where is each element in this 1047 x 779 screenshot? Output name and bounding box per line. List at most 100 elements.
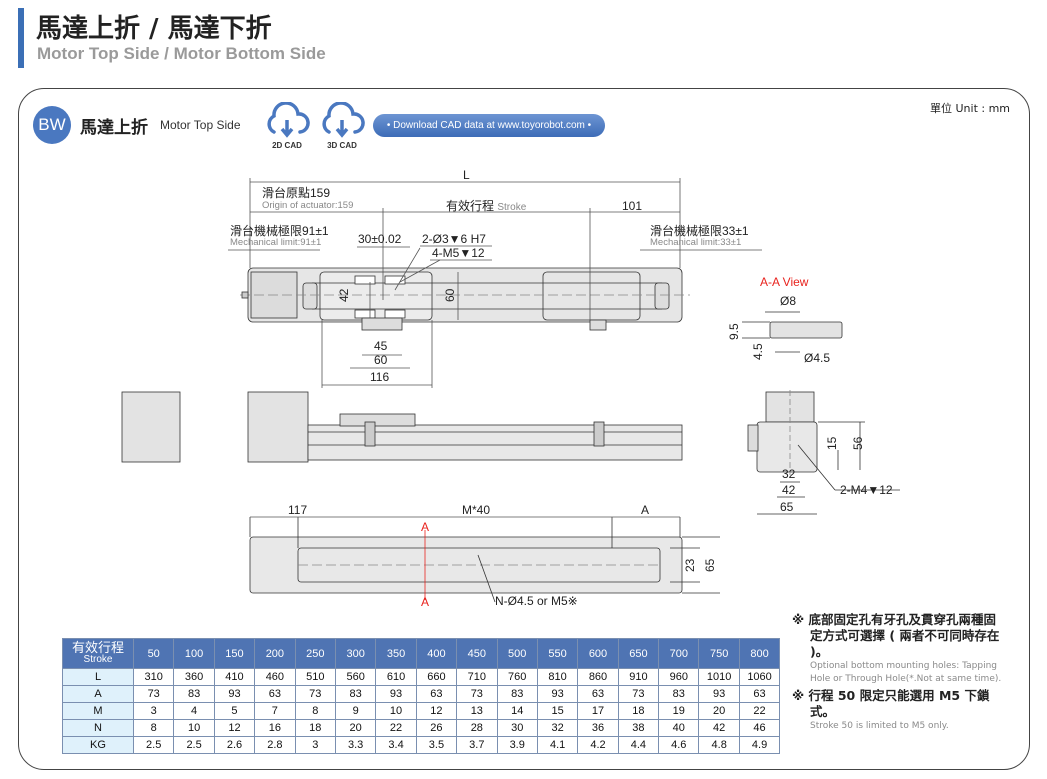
table-cell: 83 bbox=[658, 685, 700, 703]
section-marker-top: A bbox=[421, 520, 429, 534]
row-label: M bbox=[62, 702, 134, 720]
table-cell: 910 bbox=[617, 668, 660, 686]
dim-101: 101 bbox=[622, 199, 642, 213]
stroke-column-header: 300 bbox=[334, 638, 377, 669]
note-1: ※ 底部固定孔有牙孔及貫穿孔兩種固定方式可選擇 ( 兩者不可同時存在 )。 bbox=[792, 612, 1000, 659]
origin-label-en: Origin of actuator:159 bbox=[262, 200, 353, 211]
table-cell: 3.4 bbox=[375, 736, 417, 754]
table-cell: 22 bbox=[375, 719, 417, 737]
dim-45: 45 bbox=[374, 339, 388, 353]
table-cell: 610 bbox=[375, 668, 417, 686]
table-cell: 73 bbox=[294, 685, 336, 703]
stroke-column-header: 350 bbox=[375, 638, 417, 669]
table-cell: 63 bbox=[577, 685, 619, 703]
table-cell: 5 bbox=[213, 702, 256, 720]
row-label: KG bbox=[62, 736, 134, 754]
table-cell: 4.4 bbox=[617, 736, 660, 754]
dim-phi8: Ø8 bbox=[780, 294, 796, 308]
download-3d-cad-button[interactable]: 3D CAD bbox=[317, 101, 367, 150]
dim-4-5: 4.5 bbox=[751, 343, 765, 360]
table-cell: 20 bbox=[698, 702, 740, 720]
section-marker-bottom: A bbox=[421, 595, 429, 609]
table-cell: 15 bbox=[536, 702, 579, 720]
table-cell: 760 bbox=[496, 668, 538, 686]
dim-32: 32 bbox=[782, 467, 796, 481]
cad-3d-label: 3D CAD bbox=[327, 141, 357, 150]
table-cell: 410 bbox=[213, 668, 256, 686]
table-cell: 63 bbox=[415, 685, 458, 703]
table-cell: 42 bbox=[698, 719, 740, 737]
section-subtitle: Motor Top Side bbox=[160, 118, 241, 132]
mech-limit-right: 滑台機械極限33±1 bbox=[650, 223, 749, 238]
top-view bbox=[240, 267, 690, 331]
note-2: ※ 行程 50 限定只能選用 M5 下鎖式。 bbox=[792, 688, 990, 719]
download-cad-link[interactable]: • Download CAD data at www.toyorobot.com… bbox=[373, 114, 605, 137]
dim-phi4-5: Ø4.5 bbox=[804, 351, 830, 365]
stroke-column-header: 550 bbox=[536, 638, 579, 669]
stroke-column-header: 600 bbox=[577, 638, 619, 669]
table-cell: 4 bbox=[173, 702, 215, 720]
stroke-column-header: 250 bbox=[294, 638, 336, 669]
table-cell: 2.5 bbox=[132, 736, 175, 754]
notes: ※ 底部固定孔有牙孔及貫穿孔兩種固定方式可選擇 ( 兩者不可同時存在 )。 Op… bbox=[792, 612, 1007, 735]
bottom-hole-label: N-Ø4.5 or M5※ bbox=[495, 594, 578, 608]
table-cell: 460 bbox=[254, 668, 296, 686]
table-cell: 46 bbox=[738, 719, 781, 737]
table-cell: 13 bbox=[456, 702, 498, 720]
table-cell: 3.5 bbox=[415, 736, 458, 754]
table-cell: 510 bbox=[294, 668, 336, 686]
row-label: L bbox=[62, 668, 134, 686]
mech-limit-left-en: Mechanical limit:91±1 bbox=[230, 237, 321, 248]
table-cell: 14 bbox=[496, 702, 538, 720]
table-cell: 32 bbox=[536, 719, 579, 737]
section-title: 馬達上折 bbox=[80, 118, 148, 138]
table-cell: 93 bbox=[698, 685, 740, 703]
table-cell: 18 bbox=[617, 702, 660, 720]
table-cell: 83 bbox=[334, 685, 377, 703]
aa-view bbox=[742, 311, 843, 353]
table-cell: 83 bbox=[173, 685, 215, 703]
unit-label: 單位 Unit : mm bbox=[930, 102, 1011, 115]
note-2-en: Stroke 50 is limited to M5 only. bbox=[810, 721, 949, 731]
top-dimensions bbox=[228, 178, 762, 388]
model-badge: BW bbox=[33, 106, 71, 144]
table-cell: 4.9 bbox=[738, 736, 781, 754]
table-cell: 710 bbox=[456, 668, 498, 686]
table-cell: 36 bbox=[577, 719, 619, 737]
dim-A: A bbox=[641, 503, 649, 517]
stroke-column-header: 700 bbox=[658, 638, 700, 669]
table-cell: 4.6 bbox=[658, 736, 700, 754]
stroke-column-header: 800 bbox=[738, 638, 781, 669]
table-cell: 10 bbox=[173, 719, 215, 737]
dim-9-5: 9.5 bbox=[727, 323, 741, 340]
download-2d-cad-button[interactable]: 2D CAD bbox=[262, 101, 312, 150]
dim-m40: M*40 bbox=[462, 503, 490, 517]
table-cell: 860 bbox=[577, 668, 619, 686]
dim-60: 60 bbox=[374, 353, 388, 367]
table-cell: 93 bbox=[536, 685, 579, 703]
table-cell: 18 bbox=[294, 719, 336, 737]
page-subtitle: Motor Top Side / Motor Bottom Side bbox=[37, 44, 326, 63]
stroke-column-header: 50 bbox=[132, 638, 175, 669]
table-cell: 4.8 bbox=[698, 736, 740, 754]
table-cell: 310 bbox=[132, 668, 175, 686]
front-view bbox=[121, 391, 683, 463]
stroke-column-header: 100 bbox=[173, 638, 215, 669]
note-1-en: Optional bottom mounting holes: Tapping … bbox=[810, 661, 1002, 684]
table-cell: 1060 bbox=[738, 668, 781, 686]
dim-60-vertical: 60 bbox=[443, 288, 457, 302]
table-cell: 93 bbox=[213, 685, 256, 703]
row-label: N bbox=[62, 719, 134, 737]
dim-L: L bbox=[463, 168, 470, 182]
table-cell: 83 bbox=[496, 685, 538, 703]
table-cell: 7 bbox=[254, 702, 296, 720]
content-frame bbox=[18, 88, 1030, 770]
aa-view-title: A-A View bbox=[760, 275, 809, 289]
table-cell: 360 bbox=[173, 668, 215, 686]
